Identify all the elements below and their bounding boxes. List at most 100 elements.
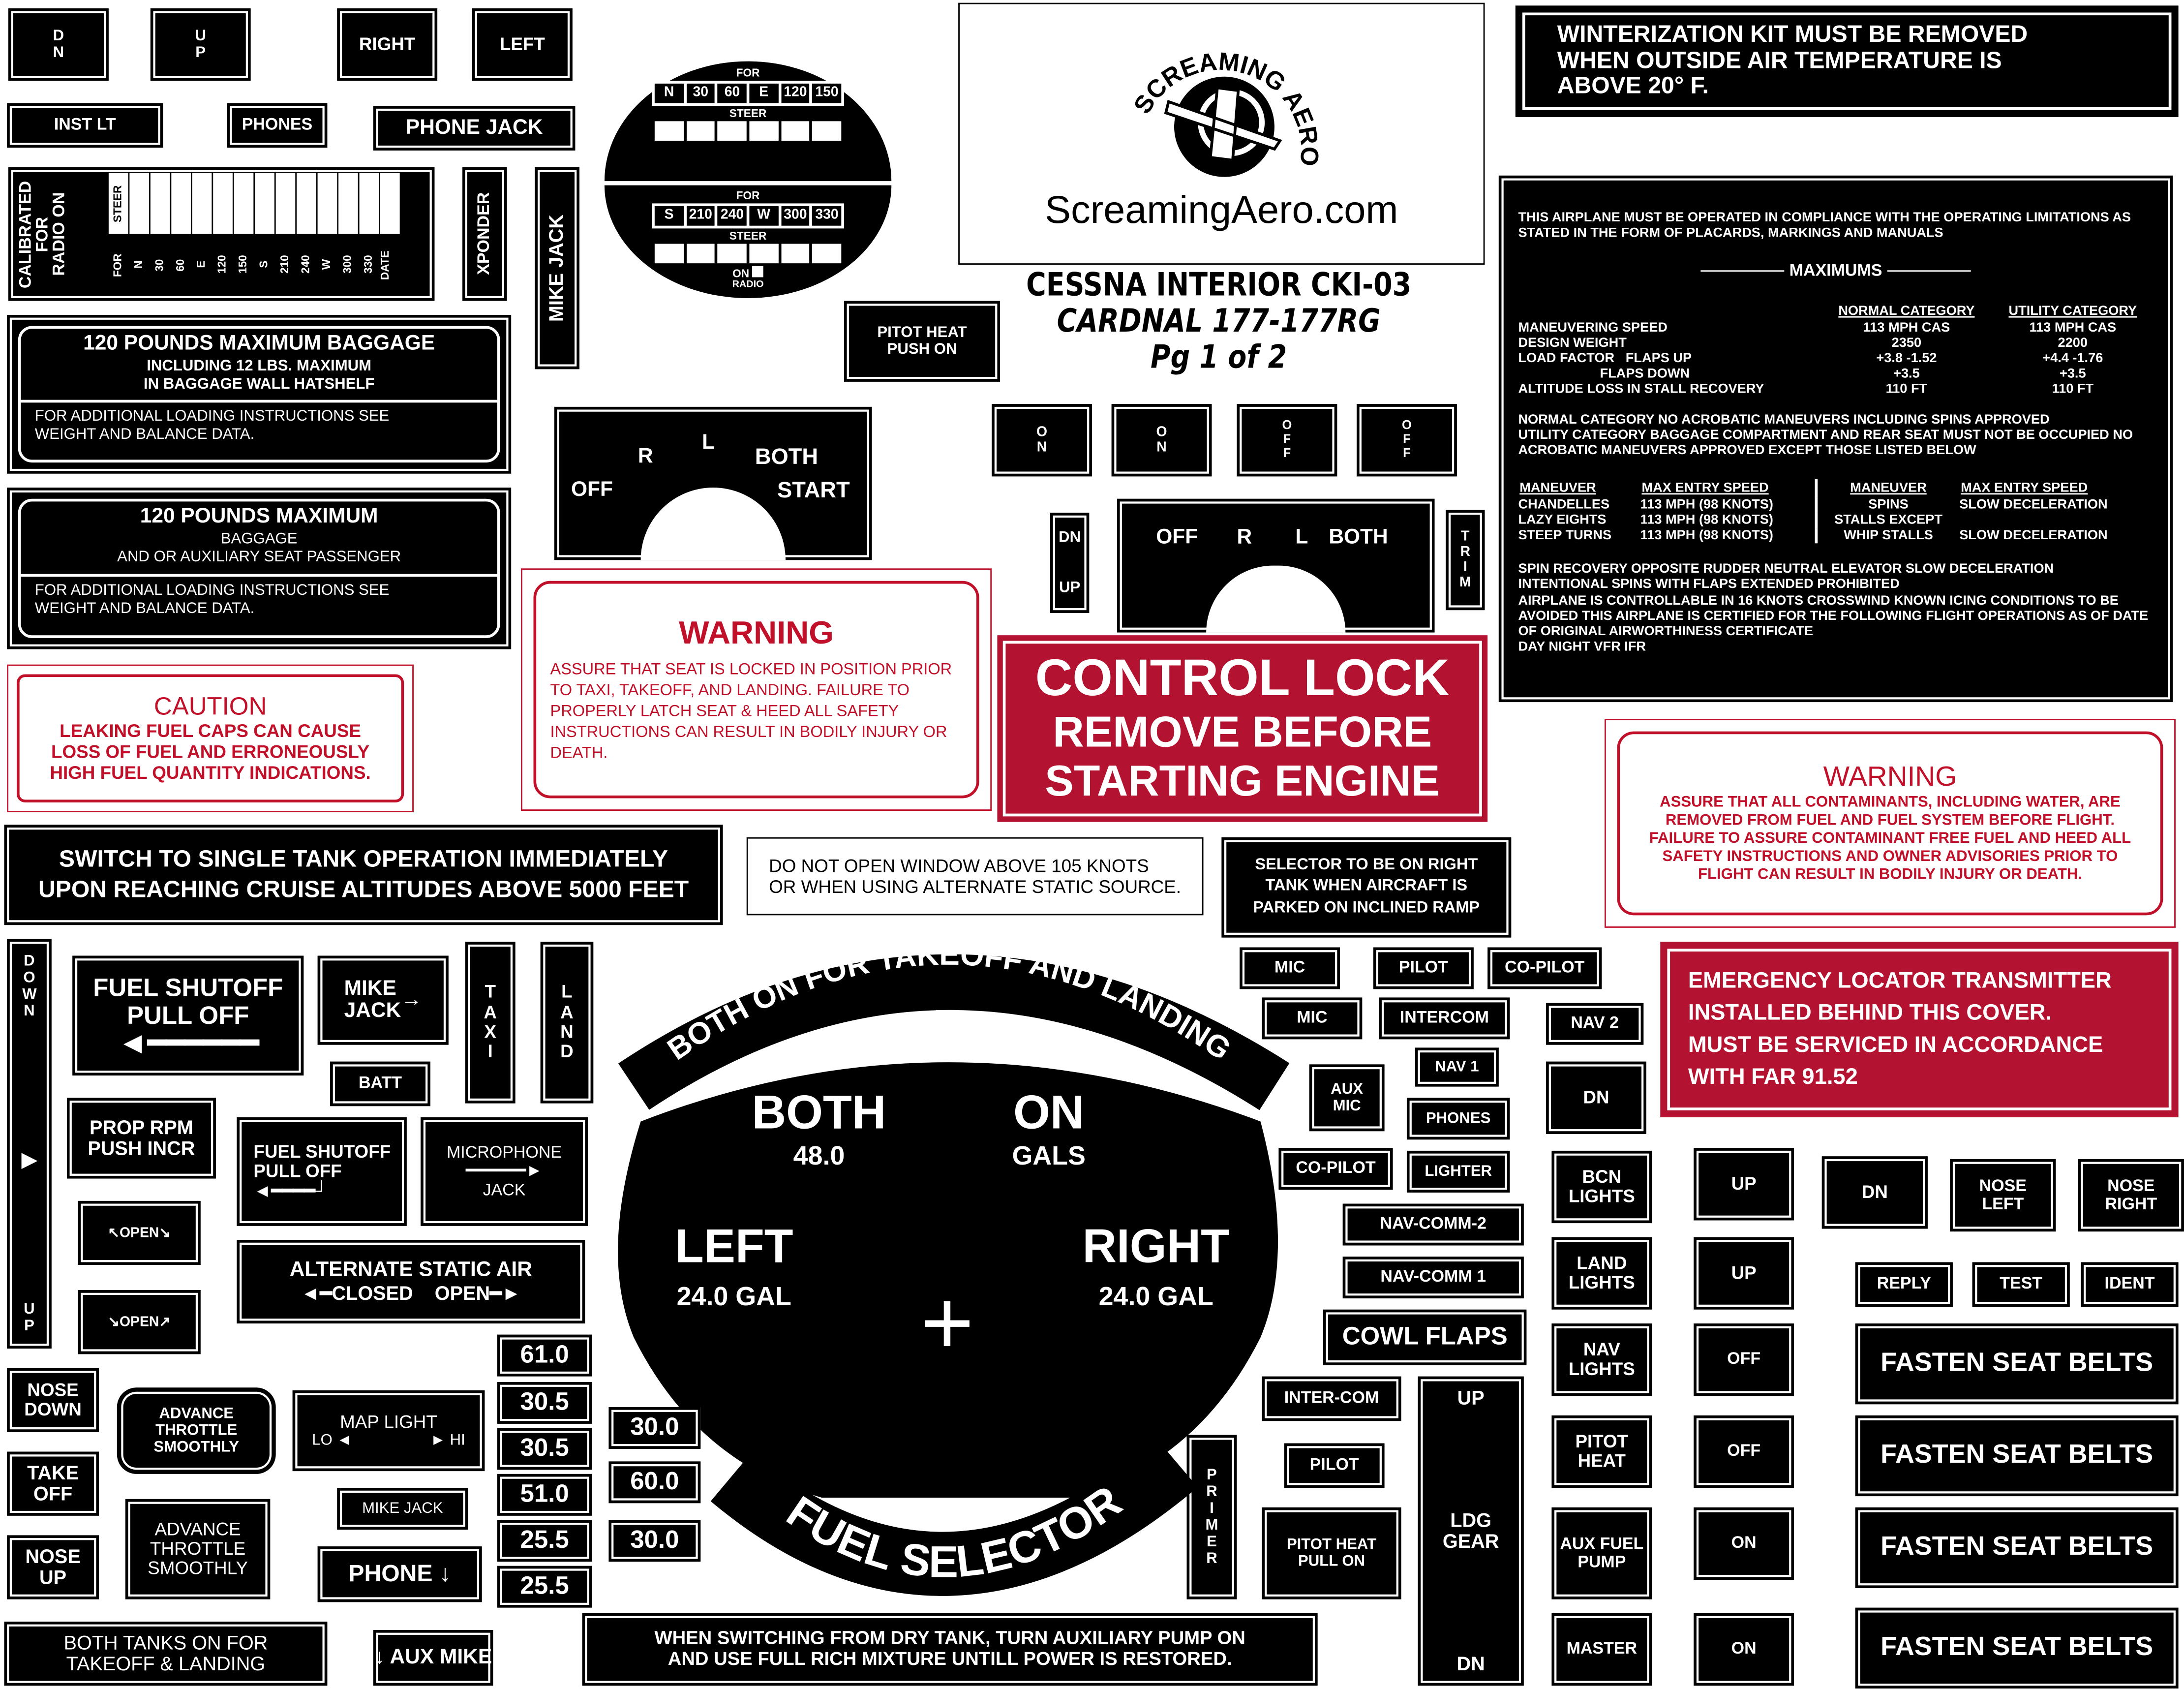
closed-label: CLOSED xyxy=(332,1281,413,1304)
limit-cell: FLAPS DOWN xyxy=(1518,366,1690,382)
gear-up-label: UP xyxy=(1457,1386,1485,1409)
arrow-left-icon: ◄━━━━━━ xyxy=(117,1025,259,1060)
radio-label: RADIO xyxy=(732,280,764,290)
take-off-placard: TAKE OFF xyxy=(7,1451,99,1516)
calib-steer-cell xyxy=(297,173,316,234)
window-speed-placard: DO NOT OPEN WINDOW ABOVE 105 KNOTS OR WH… xyxy=(746,837,1204,916)
limit-cell: LOAD FACTOR FLAPS UP xyxy=(1518,351,1692,367)
baggage-placard-2: 120 POUNDS MAXIMUM BAGGAGE AND OR AUXILI… xyxy=(7,488,512,649)
mag-off: OFF xyxy=(1156,525,1198,549)
compass-heading: 30 xyxy=(686,83,715,103)
number-tag: 51.0 xyxy=(497,1474,592,1516)
on-placard: O N xyxy=(1111,404,1212,477)
control-lock-text: REMOVE BEFORE STARTING ENGINE xyxy=(1045,707,1440,806)
compass-for-label: FOR xyxy=(736,189,760,202)
calib-heading: 300 xyxy=(340,255,354,274)
advance-throttle-placard: ADVANCE THROTTLE SMOOTHLY xyxy=(117,1387,276,1474)
limit-cell: 110 FT xyxy=(2052,382,2094,398)
limit-cell: DESIGN WEIGHT xyxy=(1518,336,1627,351)
calib-steer-cell xyxy=(213,173,233,234)
calib-steer-cell xyxy=(129,173,149,234)
fuel-selector-placard: BOTH ON FOR TAKEOFF AND LANDING FUEL SEL… xyxy=(618,938,1290,1596)
maneuver-cell: STEEP TURNS xyxy=(1518,528,1612,544)
speed-cell: SLOW DECELERATION xyxy=(1959,497,2108,513)
compass-heading: 120 xyxy=(781,83,810,103)
dn-placard: D N xyxy=(8,8,109,81)
calib-heading-cell: 300 xyxy=(338,234,358,296)
compass-heading: E xyxy=(749,83,778,103)
screaming-aero-logo-box: SCREAMING AERO ScreamingAero.com xyxy=(958,2,1485,265)
calib-heading: N xyxy=(131,260,145,269)
limit-cell: +4.4 -1.76 xyxy=(2042,351,2103,367)
nose-down-placard: NOSE DOWN xyxy=(7,1368,99,1432)
warning-title: WARNING xyxy=(1823,761,1957,792)
right-tank-value: 24.0 GAL xyxy=(1099,1282,1213,1311)
xponder-label: XPONDER xyxy=(474,192,494,276)
utility-category-header: UTILITY CATEGORY xyxy=(2008,304,2137,319)
ldg-gear-label: LDG GEAR xyxy=(1442,1508,1499,1552)
calib-heading-cell: W xyxy=(318,234,337,296)
primer-placard: P R I M E R xyxy=(1186,1435,1237,1599)
winterization-placard: WINTERIZATION KIT MUST BE REMOVED WHEN O… xyxy=(1515,5,2179,117)
maneuver-cell: CHANDELLES xyxy=(1518,497,1610,513)
limitations-footer: SPIN RECOVERY OPPOSITE RUDDER NEUTRAL EL… xyxy=(1518,562,2149,654)
nav2-placard: NAV 2 xyxy=(1546,1003,1644,1045)
limit-cell: 110 FT xyxy=(1885,382,1928,398)
maximums-heading: MAXIMUMS xyxy=(1789,260,1882,280)
fuel-shutoff-label: FUEL SHUTOFF PULL OFF xyxy=(253,1140,391,1181)
pointer-notch xyxy=(936,1010,959,1034)
gear-dn-label: DN xyxy=(1456,1652,1485,1674)
dry-tank-placard: WHEN SWITCHING FROM DRY TANK, TURN AUXIL… xyxy=(582,1613,1318,1686)
baggage-placard-1: 120 POUNDS MAXIMUM BAGGAGE INCLUDING 12 … xyxy=(7,314,512,474)
inst-lt-placard: INST LT xyxy=(7,103,163,148)
baggage-divider xyxy=(21,574,497,577)
calib-steer-cell xyxy=(275,173,296,234)
batt-placard: BATT xyxy=(330,1061,430,1106)
calib-heading: 30 xyxy=(152,258,165,271)
calib-steer: STEER xyxy=(108,173,128,234)
warning-fuel-contaminants-placard: WARNING ASSURE THAT ALL CONTAMINANTS, IN… xyxy=(1605,719,2176,928)
calib-column: S xyxy=(255,173,274,295)
copilot-placard: CO-PILOT xyxy=(1278,1148,1393,1190)
mic-placard: MIC xyxy=(1262,997,1363,1040)
compass-steer-label: STEER xyxy=(729,107,767,120)
calib-heading: 210 xyxy=(278,255,291,274)
nose-right-placard: NOSE RIGHT xyxy=(2078,1159,2184,1232)
mag-both: BOTH xyxy=(1329,525,1388,549)
speed-cell: 113 MPH (98 KNOTS) xyxy=(1640,497,1818,514)
calib-heading-cell: 60 xyxy=(171,234,191,296)
compass-heading: 240 xyxy=(718,206,747,226)
control-lock-placard: CONTROL LOCK REMOVE BEFORE STARTING ENGI… xyxy=(997,635,1488,822)
compass-heading: S xyxy=(654,206,684,226)
caution-text: LEAKING FUEL CAPS CAN CAUSE LOSS OF FUEL… xyxy=(50,720,371,783)
fuel-shutoff-label: FUEL SHUTOFF PULL OFF xyxy=(93,974,283,1030)
sheet-title: CESSNA INTERIOR CKI-03 CARDNAL 177-177RG… xyxy=(975,268,1462,376)
speed-cell: SLOW DECELERATION xyxy=(1959,528,2108,544)
off-placard: OFF xyxy=(1694,1323,1794,1396)
calib-heading-cell: 330 xyxy=(360,234,379,296)
pitot-heat-placard: PITOT HEAT xyxy=(1551,1415,1652,1488)
calib-date-cell xyxy=(380,173,400,234)
copilot-placard: CO-PILOT xyxy=(1487,947,1602,989)
hi-label: ► HI xyxy=(430,1432,465,1449)
title-line-3: Pg 1 of 2 xyxy=(1151,339,1287,376)
compass-for-label: FOR xyxy=(736,66,760,80)
calib-heading-cell: 150 xyxy=(234,234,254,296)
calib-heading: 60 xyxy=(173,258,186,271)
warning-title: WARNING xyxy=(679,615,834,651)
calib-column: W xyxy=(317,173,337,296)
maneuver-cell: SPINS xyxy=(1868,497,1909,513)
category-text: NORMAL CATEGORY NO ACROBATIC MANEUVERS I… xyxy=(1518,412,2133,459)
control-lock-title: CONTROL LOCK xyxy=(1035,649,1450,707)
intercom-placard: INTERCOM xyxy=(1379,997,1510,1040)
mag-r: R xyxy=(1237,525,1252,549)
caution-fuel-caps-placard: CAUTION LEAKING FUEL CAPS CAN CAUSE LOSS… xyxy=(7,664,414,812)
microphone-jack-placard: MICROPHONE━━━━━━►JACK xyxy=(421,1117,588,1226)
maneuver-header: MANEUVER xyxy=(1519,481,1596,496)
operating-limitations-placard: THIS AIRPLANE MUST BE OPERATED IN COMPLI… xyxy=(1498,175,2173,703)
